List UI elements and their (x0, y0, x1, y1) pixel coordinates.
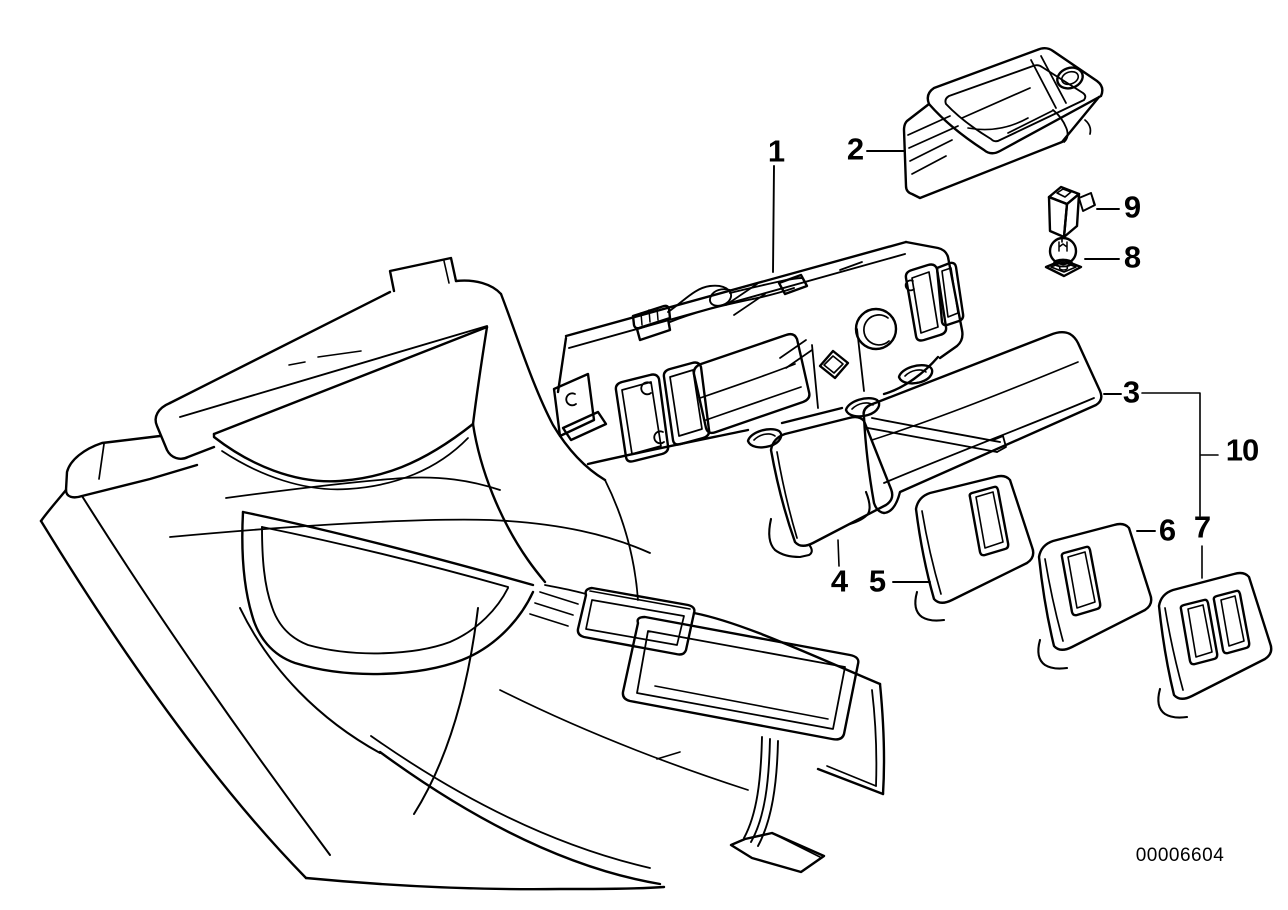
leader-3-spine (1141, 392, 1201, 517)
callout-label-10[interactable]: 10 (1225, 432, 1259, 468)
callout-label-1[interactable]: 1 (767, 133, 785, 169)
drawing-number: 00006604 (1135, 845, 1225, 866)
callout-label-4[interactable]: 4 (830, 563, 848, 599)
trim-strip-drawing (862, 331, 1103, 515)
bulb-drawing (1044, 236, 1083, 278)
callout-label-3[interactable]: 3 (1122, 374, 1140, 410)
callout-label-7[interactable]: 7 (1193, 509, 1211, 545)
callout-label-9[interactable]: 9 (1123, 189, 1141, 225)
cover-blank-drawing (768, 415, 894, 559)
switch-cover-drawing-6 (1037, 522, 1153, 670)
leader-4 (837, 539, 840, 567)
bulb-socket-drawing (1047, 185, 1096, 243)
leader-lines (772, 150, 1219, 583)
callout-label-2[interactable]: 2 (846, 131, 864, 167)
callout-label-8[interactable]: 8 (1123, 239, 1141, 275)
ashtray-drawing (902, 47, 1104, 200)
center-console-drawing (39, 256, 886, 891)
callout-label-6[interactable]: 6 (1158, 512, 1176, 548)
switch-cover-drawing-5 (914, 474, 1035, 622)
leader-1 (772, 165, 775, 273)
switch-cover-drawing-7 (1157, 571, 1273, 719)
callout-label-5[interactable]: 5 (868, 563, 886, 599)
carrier-assembly-drawing (552, 240, 1007, 466)
